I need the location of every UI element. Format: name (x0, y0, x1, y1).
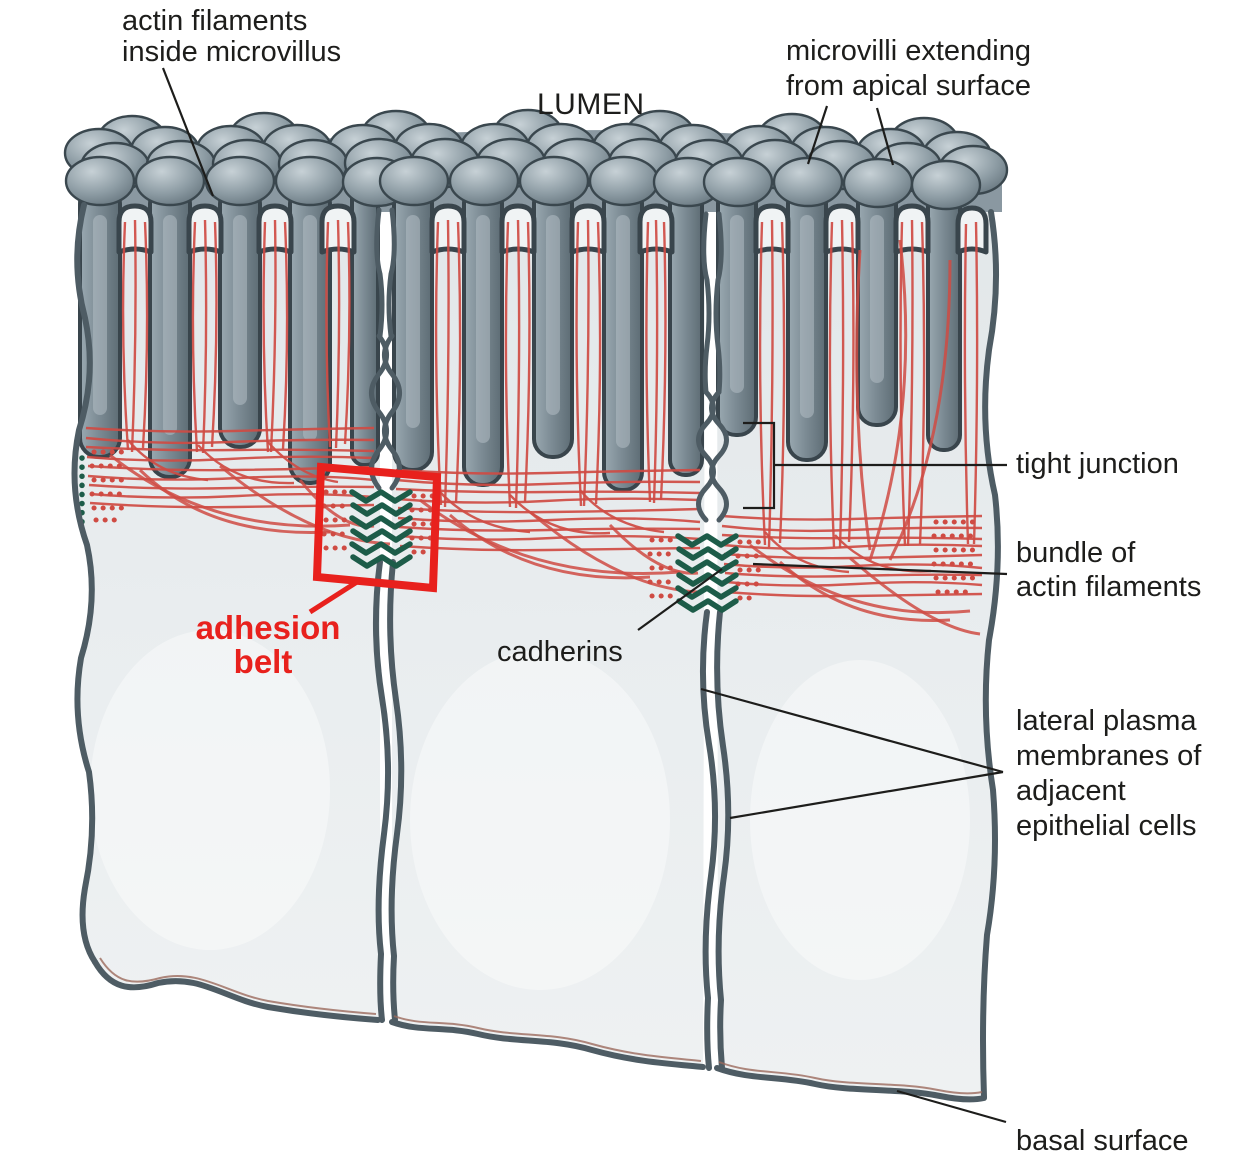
label-microvilli-line2: from apical surface (786, 70, 1031, 102)
leader-lateral-2 (729, 770, 1004, 820)
leader-adhesion-belt (308, 579, 359, 615)
right-edge-membrane (980, 209, 1001, 1100)
microvilli-front-row (64, 155, 989, 549)
leader-basal-surface (896, 1089, 1007, 1124)
label-basal-surface: basal surface (1016, 1125, 1189, 1157)
lateral-membrane-1 (372, 559, 405, 1023)
tight-junction-2 (696, 211, 729, 523)
adhesion-belt-highlight-box (312, 462, 442, 593)
tight-junction-1 (369, 207, 402, 491)
left-edge-membrane (71, 202, 98, 965)
actin-band-middle (395, 468, 701, 594)
label-lateral-line1: lateral plasma (1016, 705, 1197, 737)
label-actin-filaments-line2: inside microvillus (122, 36, 341, 68)
actin-band-left (85, 426, 391, 546)
outer-membranes (71, 202, 1001, 1100)
leader-microvilli-2 (875, 107, 895, 166)
leader-lateral-1 (700, 687, 1004, 774)
microvillus-actin-filaments (121, 219, 979, 549)
label-lateral-line4: epithelial cells (1016, 810, 1197, 842)
label-cadherins: cadherins (497, 636, 623, 668)
label-adhesion-belt-line2: belt (234, 643, 293, 680)
label-actin-filaments-line1: actin filaments (122, 5, 307, 37)
label-microvilli-line1: microvilli extending (786, 35, 1031, 67)
label-lateral-line3: adjacent (1016, 775, 1126, 807)
label-adhesion-belt-line1: adhesion (196, 609, 341, 646)
actin-bundle-dots (79, 449, 981, 601)
actin-band-right (721, 239, 983, 636)
cadherins-junction-1 (349, 489, 413, 569)
lateral-membrane-2 (699, 609, 732, 1071)
basal-membranes (92, 957, 987, 1103)
leader-cadherins (637, 568, 723, 631)
leader-microvilli-1 (806, 105, 829, 165)
label-bundle-line2: actin filaments (1016, 571, 1201, 603)
leader-bundle (752, 562, 1008, 576)
label-lumen: LUMEN (537, 88, 645, 121)
label-lateral-line2: membranes of (1016, 740, 1202, 772)
leader-actin-filaments (161, 67, 215, 197)
label-tight-junction: tight junction (1016, 448, 1179, 480)
label-bundle-line1: bundle of (1016, 537, 1136, 569)
